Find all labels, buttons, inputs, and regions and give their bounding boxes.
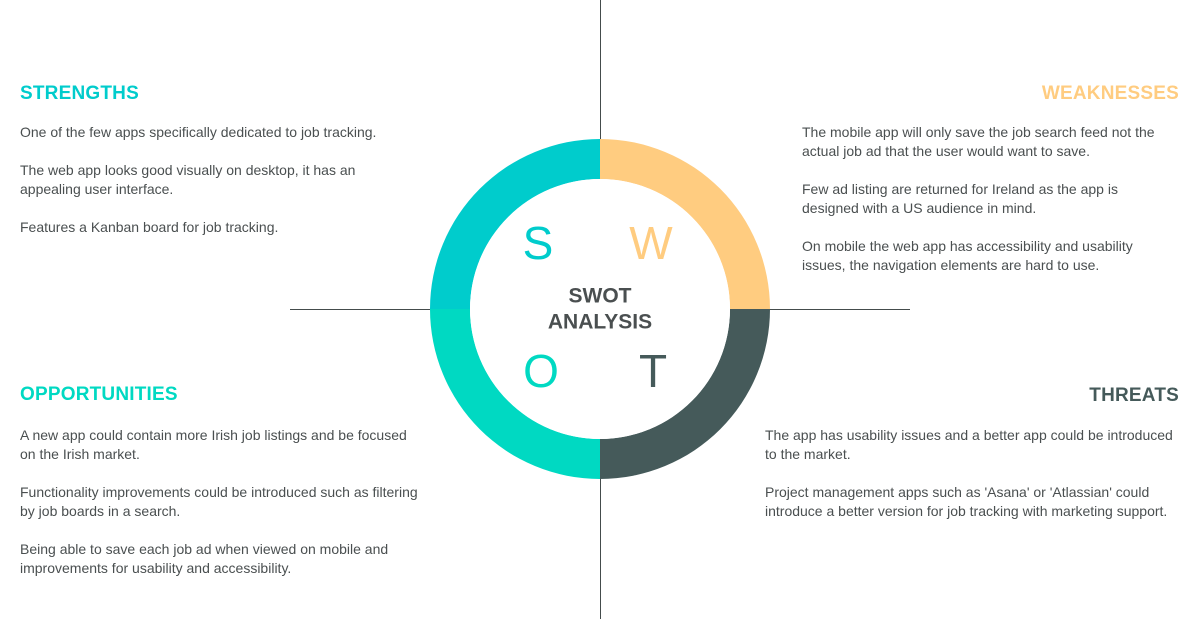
threats-item: The app has usability issues and a bette… bbox=[765, 427, 1173, 462]
strengths-item: The web app looks good visually on deskt… bbox=[20, 162, 356, 197]
opportunities-heading: OPPORTUNITIES bbox=[20, 384, 178, 405]
opportunities-ring-segment bbox=[430, 309, 600, 479]
strengths-item: Features a Kanban board for job tracking… bbox=[20, 219, 279, 235]
strengths-list: One of the few apps specifically dedicat… bbox=[20, 123, 420, 256]
letter-s: S bbox=[523, 217, 554, 269]
strengths-ring-segment bbox=[430, 139, 600, 309]
letter-w: W bbox=[629, 217, 673, 269]
weaknesses-list: The mobile app will only save the job se… bbox=[802, 123, 1177, 274]
strengths-heading: STRENGTHS bbox=[20, 83, 139, 104]
threats-item: Project management apps such as 'Asana' … bbox=[765, 484, 1168, 519]
weaknesses-item: On mobile the web app has accessibility … bbox=[802, 238, 1133, 273]
weaknesses-item: The mobile app will only save the job se… bbox=[802, 124, 1155, 159]
opportunities-list: A new app could contain more Irish job l… bbox=[20, 426, 425, 597]
horizontal-divider-right bbox=[770, 309, 910, 310]
weaknesses-item: Few ad listing are returned for Ireland … bbox=[802, 181, 1118, 216]
weaknesses-heading: WEAKNESSES bbox=[1041, 83, 1179, 104]
center-title-line-1: SWOT bbox=[569, 285, 632, 308]
wheel-center bbox=[470, 179, 730, 439]
opportunities-item: A new app could contain more Irish job l… bbox=[20, 427, 407, 462]
opportunities-item: Being able to save each job ad when view… bbox=[20, 541, 389, 576]
swot-wheel: S W O T SWOT ANALYSIS bbox=[430, 139, 770, 479]
letter-o: O bbox=[523, 345, 559, 397]
threats-ring-segment bbox=[600, 309, 770, 479]
weaknesses-ring-segment bbox=[600, 139, 770, 309]
horizontal-divider-left bbox=[290, 309, 430, 310]
threats-heading: THREATS bbox=[1089, 385, 1179, 406]
strengths-item: One of the few apps specifically dedicat… bbox=[20, 124, 377, 140]
opportunities-item: Functionality improvements could be intr… bbox=[20, 484, 418, 519]
letter-t: T bbox=[639, 345, 667, 397]
threats-list: The app has usability issues and a bette… bbox=[765, 426, 1185, 540]
center-title-line-2: ANALYSIS bbox=[548, 311, 652, 334]
